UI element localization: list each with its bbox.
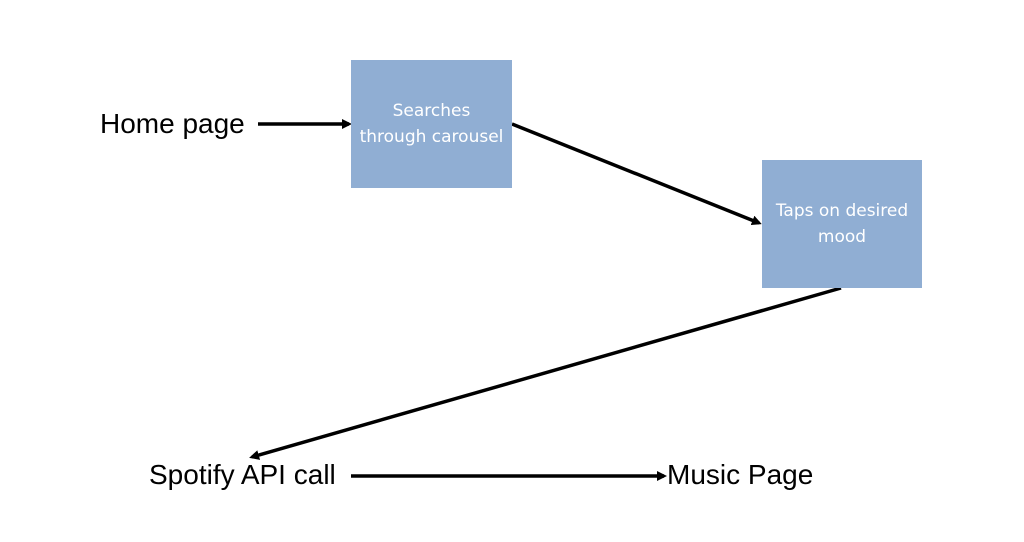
node-taps-on-desired-mood: Taps on desired mood	[762, 160, 922, 288]
arrow-tap-to-spotify	[249, 286, 842, 460]
node-spotify-api-call: Spotify API call	[149, 459, 336, 490]
node-searches-through-carousel: Searches through carousel	[351, 60, 512, 188]
arrow-search-to-tap	[511, 122, 762, 226]
node-home-page: Home page	[100, 108, 245, 139]
node-music-page: Music Page	[667, 459, 814, 490]
